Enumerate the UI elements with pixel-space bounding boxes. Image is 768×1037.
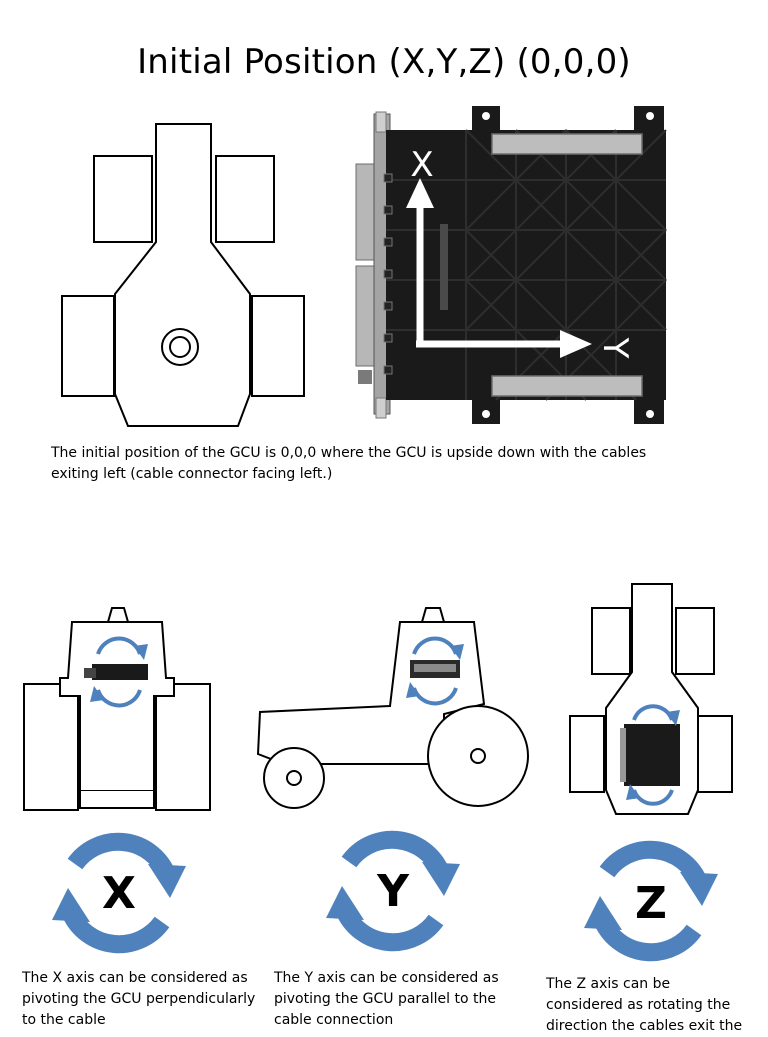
- x-axis-caption: The X axis can be considered as pivoting…: [22, 970, 256, 1028]
- tractor-body: [114, 123, 251, 427]
- tractor-top-view-small-diagram: [569, 583, 733, 815]
- gcu-top-view-small: [624, 724, 680, 786]
- z-rotation-symbol: Z: [584, 840, 718, 962]
- y-axis-label: Y: [595, 337, 635, 359]
- z-axis-letter: Z: [635, 878, 667, 929]
- gcu-body: [386, 130, 666, 400]
- rear-right-wheel: [251, 295, 305, 397]
- tractor-top-view-diagram: [61, 123, 305, 427]
- tractor-seat-inner: [169, 336, 191, 358]
- front-left-wheel: [93, 155, 153, 243]
- gcu-side-view: [92, 664, 148, 680]
- x-axis-label: X: [410, 145, 433, 185]
- y-axis-letter: Y: [376, 866, 410, 917]
- tractor-rear-view-diagram: [23, 607, 211, 811]
- gcu-rail-top: [491, 133, 643, 155]
- y-axis-caption: The Y axis can be considered as pivoting…: [274, 970, 499, 1028]
- x-rotation-symbol: X: [52, 832, 186, 954]
- tractor-side-view-diagram: [256, 607, 529, 809]
- initial-position-caption: The initial position of the GCU is 0,0,0…: [51, 445, 647, 482]
- gcu-rail-bottom: [491, 375, 643, 397]
- y-rotation-symbol: Y: [326, 830, 460, 952]
- rear-left-wheel: [61, 295, 115, 397]
- front-right-wheel: [215, 155, 275, 243]
- x-axis-letter: X: [102, 868, 136, 919]
- page-title: Initial Position (X,Y,Z) (0,0,0): [137, 42, 631, 82]
- z-axis-caption: The Z axis can be considered as rotating…: [546, 976, 743, 1034]
- gcu-top-view: X Y: [355, 106, 667, 424]
